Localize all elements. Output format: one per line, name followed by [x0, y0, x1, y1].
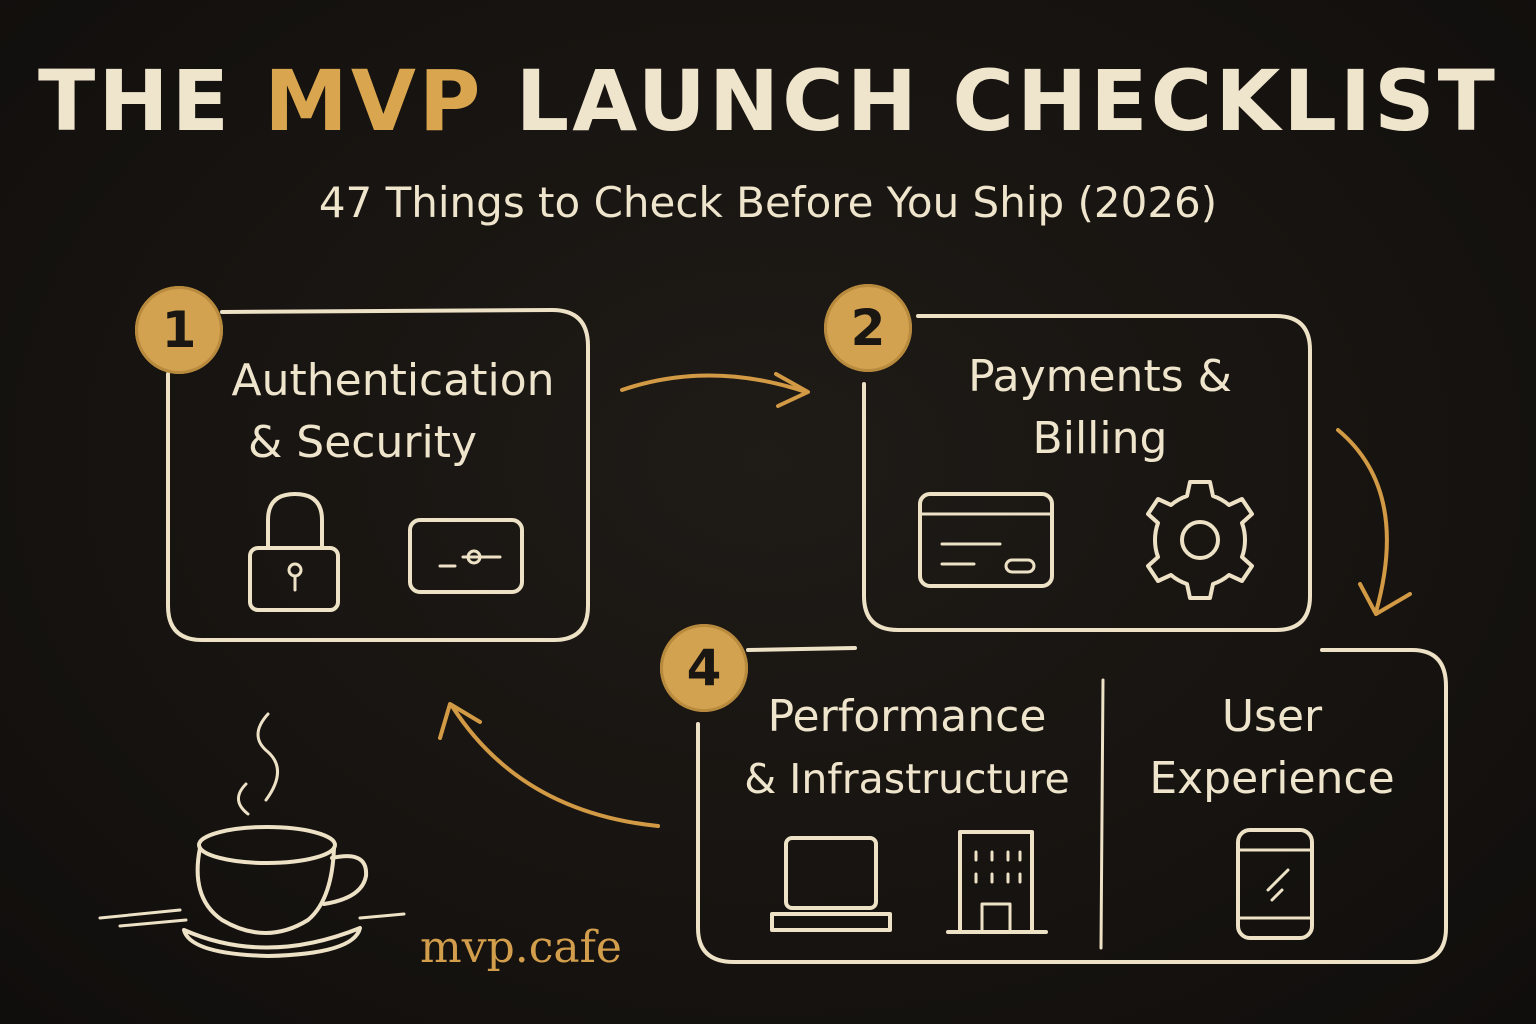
- coffee-cup-icon: [98, 712, 406, 958]
- gear-icon: [1146, 480, 1254, 600]
- step-4-label: Performance & Infrastructure: [712, 686, 1102, 810]
- step-badge-4: 4: [660, 624, 748, 712]
- smartphone-icon: [1236, 828, 1314, 940]
- arrow-1-to-2: [620, 372, 810, 408]
- title-post: LAUNCH CHECKLIST: [515, 52, 1498, 150]
- credit-card-icon: [918, 492, 1054, 588]
- key-card-icon: [408, 518, 524, 594]
- ux-label: User Experience: [1112, 686, 1432, 810]
- building-icon: [946, 830, 1048, 934]
- box-authentication: [166, 308, 590, 642]
- title-pre: THE: [38, 52, 232, 150]
- ux-line1: User: [1221, 691, 1323, 742]
- page-title: THE MVP LAUNCH CHECKLIST: [0, 52, 1536, 150]
- page-subtitle: 47 Things to Check Before You Ship (2026…: [318, 178, 1218, 227]
- box-divider: [1099, 678, 1105, 950]
- step-4-line1: Performance: [767, 691, 1047, 742]
- step-2-line2: Billing: [1032, 413, 1168, 464]
- box-payments: [862, 314, 1312, 632]
- step-4-line2: & Infrastructure: [744, 755, 1070, 803]
- box-performance-right: [696, 648, 1448, 964]
- site-url[interactable]: mvp.cafe: [420, 922, 622, 973]
- laptop-icon: [770, 836, 892, 932]
- title-accent: MVP: [264, 52, 484, 150]
- step-1-label: Authentication & Security: [198, 350, 588, 474]
- step-2-line1: Payments &: [968, 351, 1232, 402]
- step-badge-2: 2: [824, 284, 912, 372]
- step-badge-1: 1: [135, 286, 223, 374]
- step-1-line1: Authentication: [231, 355, 555, 406]
- box-performance: [746, 646, 857, 652]
- lock-icon: [248, 492, 340, 612]
- step-1-line2: & Security: [248, 417, 477, 468]
- arrow-2-to-ux: [1336, 428, 1412, 616]
- step-2-label: Payments & Billing: [900, 346, 1300, 470]
- arrow-4-to-1: [438, 702, 660, 828]
- ux-line2: Experience: [1149, 753, 1395, 804]
